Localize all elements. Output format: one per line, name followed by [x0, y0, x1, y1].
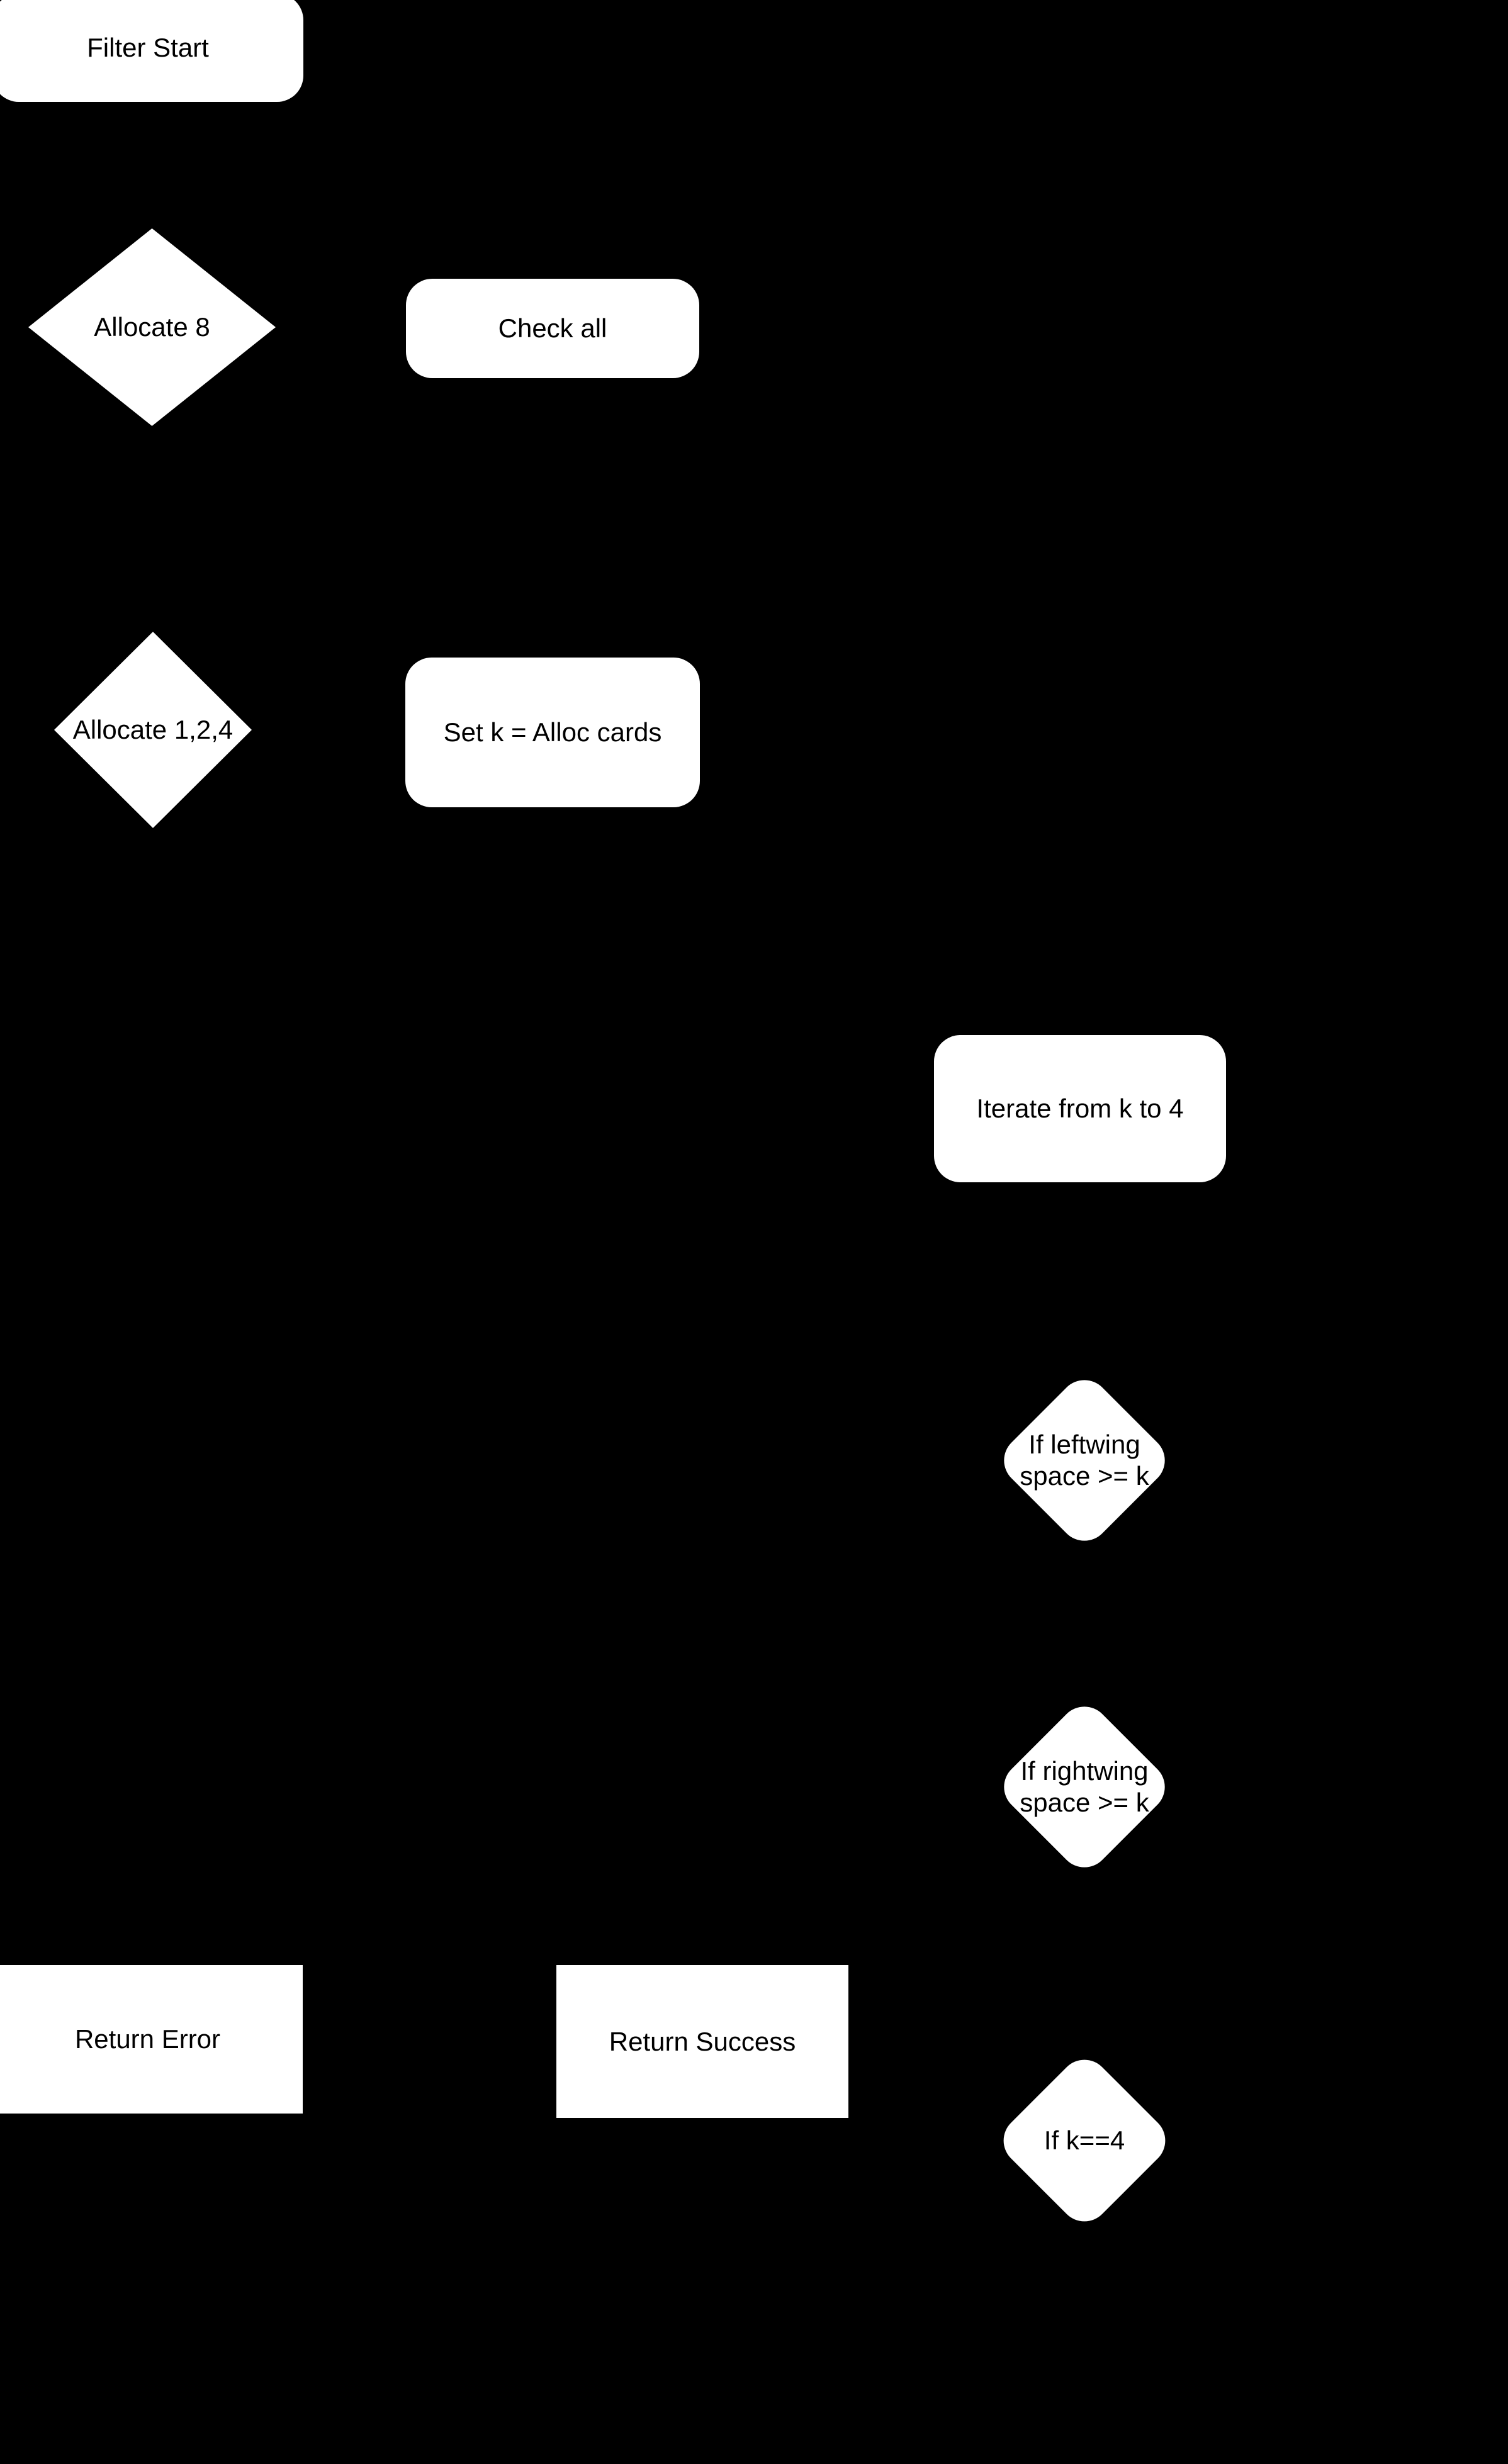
node-iterate-from-k-to-4[interactable]: Iterate from k to 4: [934, 1035, 1226, 1182]
node-iterate-from-k-to-4-label: Iterate from k to 4: [976, 1094, 1184, 1124]
node-if-rightwing-space[interactable]: If rightwing space >= k: [993, 1696, 1176, 1878]
diamond-shape: [28, 228, 276, 426]
node-return-error-label: Return Error: [74, 2024, 221, 2054]
node-return-success-label: Return Success: [609, 2026, 796, 2056]
node-allocate-8[interactable]: Allocate 8: [28, 228, 276, 426]
node-check-all-label: Check all: [498, 313, 607, 344]
diamond-shape: [993, 1369, 1176, 1552]
diamond-shape: [993, 2049, 1176, 2232]
node-return-success[interactable]: Return Success: [556, 1965, 848, 2118]
node-allocate-1-2-4[interactable]: Allocate 1,2,4: [54, 632, 252, 828]
node-if-leftwing-space[interactable]: If leftwing space >= k: [993, 1369, 1176, 1552]
diamond-shape: [54, 632, 252, 828]
node-set-k-alloc-cards-label: Set k = Alloc cards: [443, 717, 662, 748]
node-check-all[interactable]: Check all: [406, 279, 699, 378]
diamond-shape: [993, 1696, 1176, 1878]
node-set-k-alloc-cards[interactable]: Set k = Alloc cards: [405, 658, 700, 807]
node-return-error[interactable]: Return Error: [0, 1965, 303, 2114]
node-filter-start-label: Filter Start: [87, 33, 209, 63]
node-filter-start[interactable]: Filter Start: [0, 0, 303, 102]
node-if-k-equals-4[interactable]: If k==4: [993, 2049, 1176, 2232]
